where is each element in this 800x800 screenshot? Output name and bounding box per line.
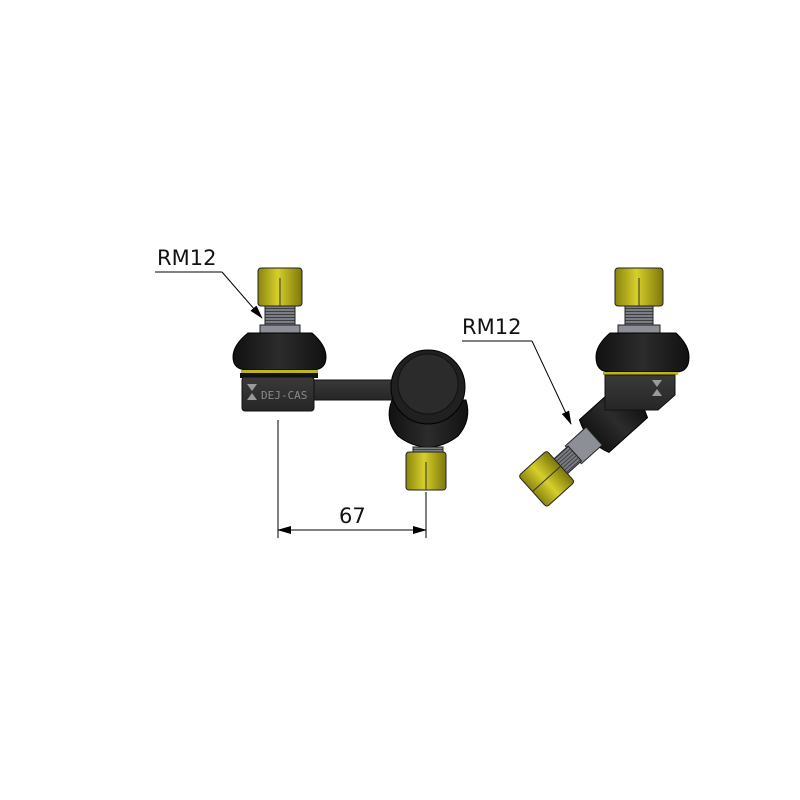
dimension-value: 67 — [339, 504, 366, 528]
brand-logo: DEJ-CAS — [247, 384, 307, 402]
dimension-67: 67 — [277, 420, 427, 538]
upper-boot — [232, 332, 327, 371]
stabilizer-link-front-view: DEJ-CAS — [232, 267, 469, 491]
top-washer — [259, 324, 301, 334]
stabilizer-link-side-view — [519, 267, 690, 507]
thread-callout-right: RM12 — [462, 315, 572, 425]
yellow-ring — [241, 370, 318, 373]
upper-housing — [241, 376, 315, 412]
top-thread — [264, 305, 296, 326]
callout-label: RM12 — [462, 315, 521, 339]
svg-text:DEJ-CAS: DEJ-CAS — [261, 389, 307, 402]
thread-callout-left: RM12 — [155, 246, 263, 319]
link-rod — [309, 379, 397, 401]
callout-label: RM12 — [157, 246, 216, 270]
